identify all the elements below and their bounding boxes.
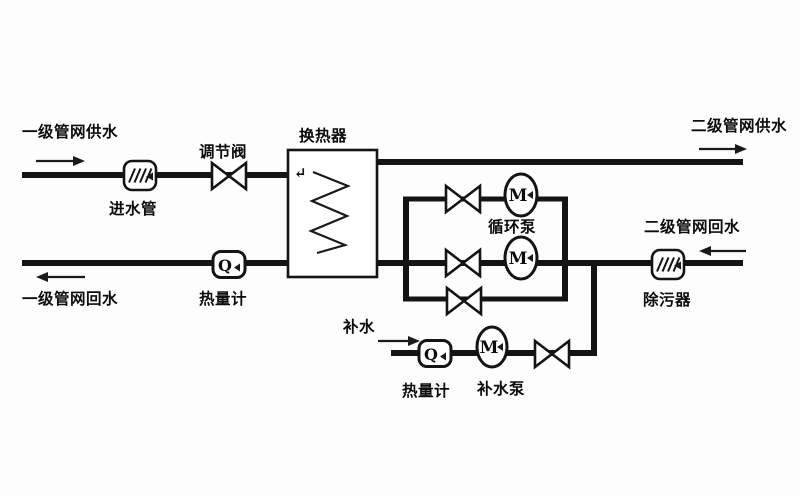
label-makeup-pump: 补水泵	[476, 379, 525, 398]
label-makeup-water: 补水	[342, 317, 375, 336]
hx-flow-glyph: ↵	[294, 164, 307, 182]
label-control-valve: 调节阀	[199, 142, 247, 161]
label-makeup-heat-meter: 热量计	[402, 381, 450, 400]
label-primary-supply: 一级管网供水	[22, 122, 118, 141]
label-circulation-pump: 循环泵	[488, 217, 536, 236]
label-primary-heat-meter: 热量计	[199, 289, 247, 308]
inlet-strainer-icon	[122, 159, 158, 192]
label-heat-exchanger: 换热器	[299, 126, 347, 145]
circulation-pump-middle-icon: M	[503, 235, 539, 281]
makeup-flow-arrow	[378, 336, 420, 346]
primary-heat-meter-letter: Q	[218, 256, 232, 275]
circulation-valve-middle-icon	[444, 247, 482, 279]
primary-supply-flow-arrow	[36, 156, 85, 166]
label-secondary-supply: 二级管网供水	[691, 116, 787, 135]
makeup-valve-icon	[533, 338, 571, 370]
makeup-pump-icon: M	[475, 325, 509, 369]
label-secondary-return: 二级管网回水	[644, 217, 740, 236]
label-primary-return: 一级管网回水	[22, 289, 118, 308]
hx-coil-icon	[308, 170, 351, 255]
primary-return-flow-arrow	[36, 272, 85, 282]
control-valve-icon	[210, 160, 248, 192]
label-dirt-separator: 除污器	[643, 290, 691, 309]
makeup-pump-letter: M	[480, 338, 499, 358]
circulation-valve-top-icon	[444, 183, 482, 215]
secondary-return-flow-arrow	[699, 246, 746, 256]
circulation-pump-top-letter: M	[509, 186, 528, 206]
makeup-heat-meter-icon: Q	[417, 339, 453, 368]
label-inlet-pipe: 进水管	[109, 199, 157, 218]
circulation-valve-bottom-icon	[445, 285, 483, 317]
dirt-separator-icon	[650, 248, 686, 281]
heat-exchanger-box: ↵	[286, 148, 379, 279]
makeup-heat-meter-letter: Q	[424, 345, 438, 364]
secondary-supply-flow-arrow	[699, 144, 747, 154]
primary-heat-meter-icon: Q	[211, 250, 247, 279]
circulation-pump-top-icon: M	[503, 172, 539, 218]
circulation-pump-middle-letter: M	[509, 249, 528, 269]
